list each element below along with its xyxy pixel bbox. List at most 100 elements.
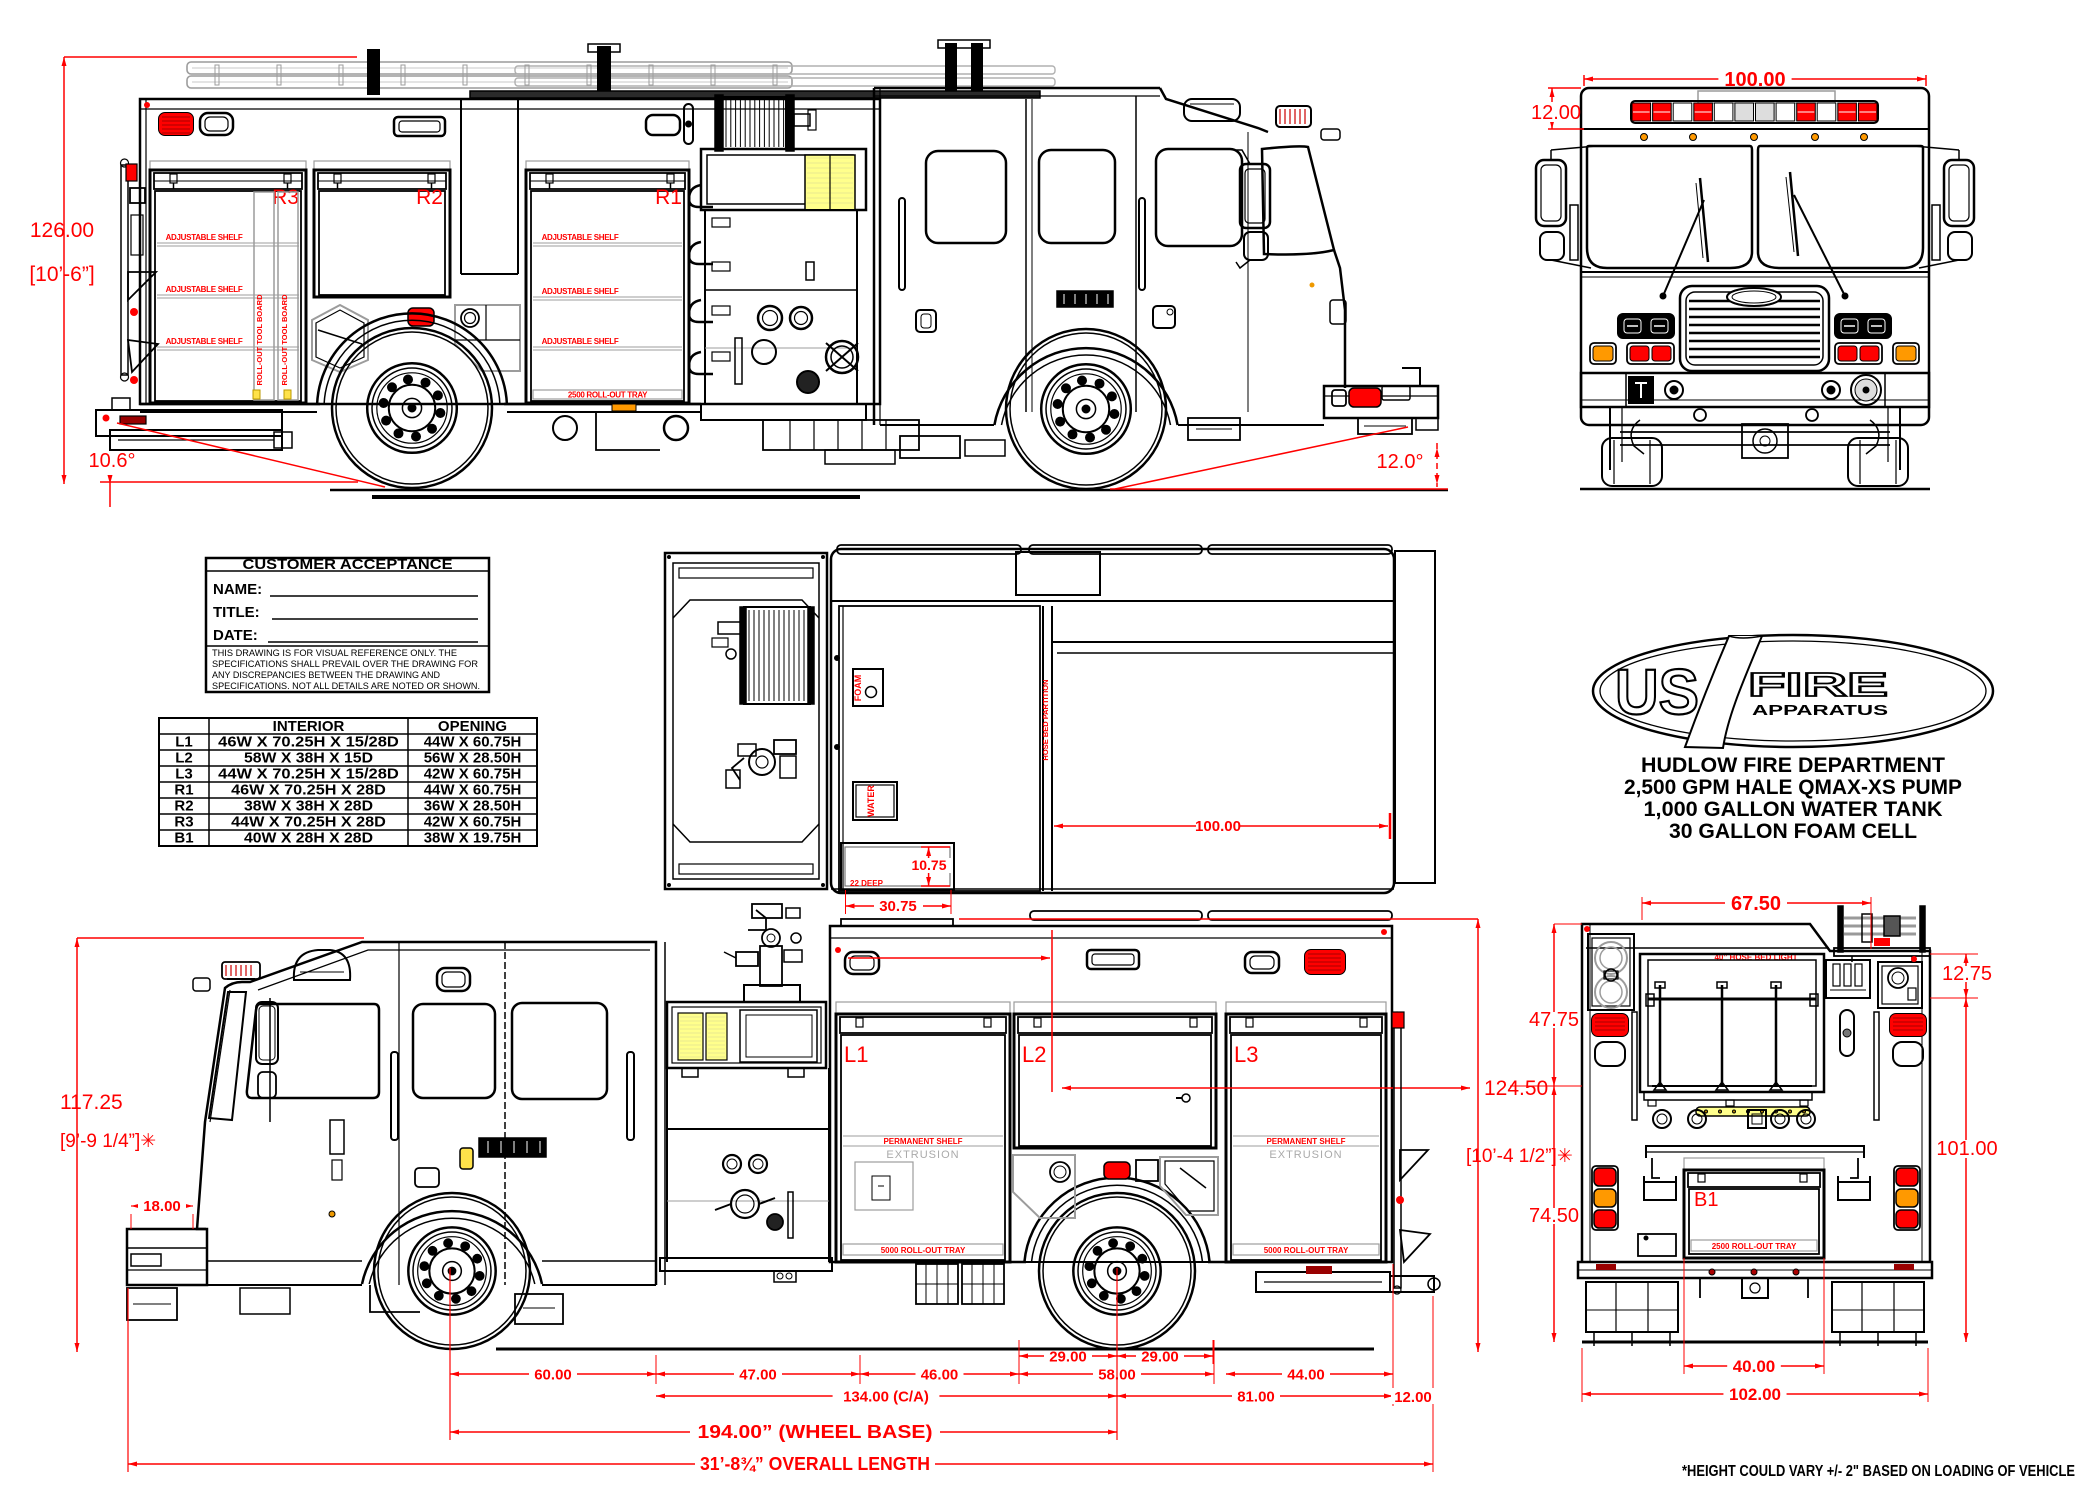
svg-text:NAME:: NAME: [213,581,262,598]
svg-text:5000 ROLL-OUT TRAY: 5000 ROLL-OUT TRAY [881,1246,966,1255]
svg-text:L2: L2 [1022,1042,1046,1067]
svg-text:44.00: 44.00 [1287,1366,1325,1383]
svg-text:B1: B1 [174,830,193,847]
svg-text:47.75: 47.75 [1529,1009,1579,1031]
svg-text:CUSTOMER ACCEPTANCE: CUSTOMER ACCEPTANCE [243,556,453,573]
svg-text:47.00: 47.00 [739,1366,777,1383]
svg-text:B1: B1 [1694,1189,1718,1211]
svg-text:29.00: 29.00 [1141,1348,1179,1365]
svg-text:60.00: 60.00 [534,1366,572,1383]
svg-text:R1: R1 [174,782,193,799]
svg-text:THIS DRAWING IS FOR VISUAL REF: THIS DRAWING IS FOR VISUAL REFERENCE ONL… [212,648,457,659]
svg-text:EXTRUSION: EXTRUSION [1269,1149,1342,1161]
svg-text:36W X 28.50H: 36W X 28.50H [424,798,522,815]
svg-text:40” HOSE BED LIGHT: 40” HOSE BED LIGHT [1714,953,1797,962]
svg-text:46.00: 46.00 [921,1366,959,1383]
svg-text:102.00: 102.00 [1729,1385,1781,1404]
svg-text:SPECIFICATIONS SHALL PREVAIL O: SPECIFICATIONS SHALL PREVAIL OVER THE DR… [212,659,478,670]
svg-text:HUDLOW FIRE DEPARTMENT: HUDLOW FIRE DEPARTMENT [1641,754,1945,777]
svg-text:1,000 GALLON WATER TANK: 1,000 GALLON WATER TANK [1644,798,1943,821]
svg-text:L1: L1 [175,734,193,751]
svg-text:46W X 70.25H X 15/28D: 46W X 70.25H X 15/28D [218,734,399,751]
svg-text:R1: R1 [655,186,682,209]
svg-text:ROLL-OUT TOOL BOARD: ROLL-OUT TOOL BOARD [255,294,264,386]
svg-text:ANY DISCREPANCIES BETWEEN THE: ANY DISCREPANCIES BETWEEN THE DRAWING AN… [212,670,440,681]
svg-text:INTERIOR: INTERIOR [273,718,345,735]
svg-text:44W X 60.75H: 44W X 60.75H [424,734,522,751]
svg-text:100.00: 100.00 [1195,818,1241,835]
svg-text:*HEIGHT COULD VARY +/- 2" BASE: *HEIGHT COULD VARY +/- 2" BASED ON LOADI… [1682,1463,2075,1480]
svg-text:29.00: 29.00 [1049,1348,1087,1365]
svg-text:5000 ROLL-OUT TRAY: 5000 ROLL-OUT TRAY [1264,1246,1349,1255]
svg-text:22 DEEP: 22 DEEP [850,879,884,888]
svg-text:ADJUSTABLE SHELF: ADJUSTABLE SHELF [166,233,243,242]
svg-text:L3: L3 [1234,1042,1258,1067]
svg-text:30 GALLON FOAM CELL: 30 GALLON FOAM CELL [1669,820,1917,843]
svg-text:44W X 60.75H: 44W X 60.75H [424,782,522,799]
svg-text:ROLL-OUT TOOL BOARD: ROLL-OUT TOOL BOARD [280,294,289,386]
svg-text:38W X 38H X 28D: 38W X 38H X 28D [244,798,373,815]
svg-text:42W X 60.75H: 42W X 60.75H [424,814,522,831]
svg-text:2500 ROLL-OUT TRAY: 2500 ROLL-OUT TRAY [1712,1242,1797,1251]
svg-text:ADJUSTABLE SHELF: ADJUSTABLE SHELF [542,233,619,242]
svg-text:134.00 (C/A): 134.00 (C/A) [843,1388,929,1405]
svg-text:PERMANENT SHELF: PERMANENT SHELF [883,1137,962,1146]
svg-text:TITLE:: TITLE: [213,604,260,621]
svg-text:44W X 70.25H X 15/28D: 44W X 70.25H X 15/28D [218,766,399,783]
svg-text:R2: R2 [416,186,443,209]
svg-text:[9’-9 1/4”]✳: [9’-9 1/4”]✳ [60,1131,156,1152]
svg-text:ADJUSTABLE SHELF: ADJUSTABLE SHELF [542,337,619,346]
svg-text:30.75: 30.75 [879,898,917,915]
svg-text:2500 ROLL-OUT TRAY: 2500 ROLL-OUT TRAY [568,391,648,400]
svg-text:10.75: 10.75 [911,857,946,873]
svg-text:18.00: 18.00 [143,1198,181,1215]
svg-text:100.00: 100.00 [1724,69,1785,91]
svg-text:US: US [1615,656,1699,728]
svg-text:12.00: 12.00 [1531,102,1581,124]
svg-text:58W X 38H X 15D: 58W X 38H X 15D [244,750,373,767]
svg-text:58.00: 58.00 [1098,1366,1136,1383]
svg-text:HOSE BED PARTITION: HOSE BED PARTITION [1041,679,1050,760]
svg-text:40.00: 40.00 [1733,1357,1776,1376]
svg-text:46W X 70.25H X 28D: 46W X 70.25H X 28D [231,782,386,799]
svg-text:81.00: 81.00 [1237,1388,1275,1405]
svg-text:12.0°: 12.0° [1377,451,1424,473]
svg-text:40W X 28H X 28D: 40W X 28H X 28D [244,830,373,847]
svg-text:L3: L3 [175,766,193,783]
svg-text:56W X 28.50H: 56W X 28.50H [424,750,522,767]
svg-text:10.6°: 10.6° [89,450,136,472]
svg-text:42W X 60.75H: 42W X 60.75H [424,766,522,783]
svg-text:126.00: 126.00 [30,219,94,242]
svg-text:R3: R3 [174,814,193,831]
svg-text:ADJUSTABLE SHELF: ADJUSTABLE SHELF [542,287,619,296]
svg-text:FOAM: FOAM [853,675,863,702]
svg-text:38W X 19.75H: 38W X 19.75H [424,830,522,847]
svg-text:EXTRUSION: EXTRUSION [886,1149,959,1161]
svg-text:WATER: WATER [866,785,876,817]
svg-text:L2: L2 [175,750,193,767]
svg-text:101.00: 101.00 [1936,1138,1997,1160]
svg-text:124.50: 124.50 [1484,1077,1548,1100]
svg-text:2,500 GPM HALE QMAX-XS PUMP: 2,500 GPM HALE QMAX-XS PUMP [1624,776,1962,799]
svg-text:ADJUSTABLE SHELF: ADJUSTABLE SHELF [166,337,243,346]
svg-text:67.50: 67.50 [1731,893,1781,915]
svg-text:OPENING: OPENING [438,718,507,735]
svg-text:12.00: 12.00 [1394,1389,1432,1406]
svg-text:194.00” (WHEEL BASE): 194.00” (WHEEL BASE) [698,1422,933,1442]
svg-text:DATE:: DATE: [213,627,258,644]
svg-text:12.75: 12.75 [1942,963,1992,985]
svg-text:[10’-6”]: [10’-6”] [29,263,94,286]
svg-text:[10’-4 1/2”]✳: [10’-4 1/2”]✳ [1466,1146,1573,1167]
svg-text:SPECIFICATIONS. NOT ALL DETAIL: SPECIFICATIONS. NOT ALL DETAILS ARE NOTE… [212,681,480,692]
svg-text:R2: R2 [174,798,193,815]
svg-text:74.50: 74.50 [1529,1205,1579,1227]
svg-text:APPARATUS: APPARATUS [1752,703,1889,719]
svg-text:31’-8¾” OVERALL LENGTH: 31’-8¾” OVERALL LENGTH [700,1454,930,1474]
svg-text:117.25: 117.25 [60,1091,123,1114]
svg-text:R3: R3 [272,186,299,209]
svg-text:PERMANENT SHELF: PERMANENT SHELF [1266,1137,1345,1146]
svg-text:44W X 70.25H X 28D: 44W X 70.25H X 28D [231,814,386,831]
svg-text:FIRE: FIRE [1748,666,1888,703]
svg-text:L1: L1 [844,1042,868,1067]
svg-text:ADJUSTABLE SHELF: ADJUSTABLE SHELF [166,285,243,294]
